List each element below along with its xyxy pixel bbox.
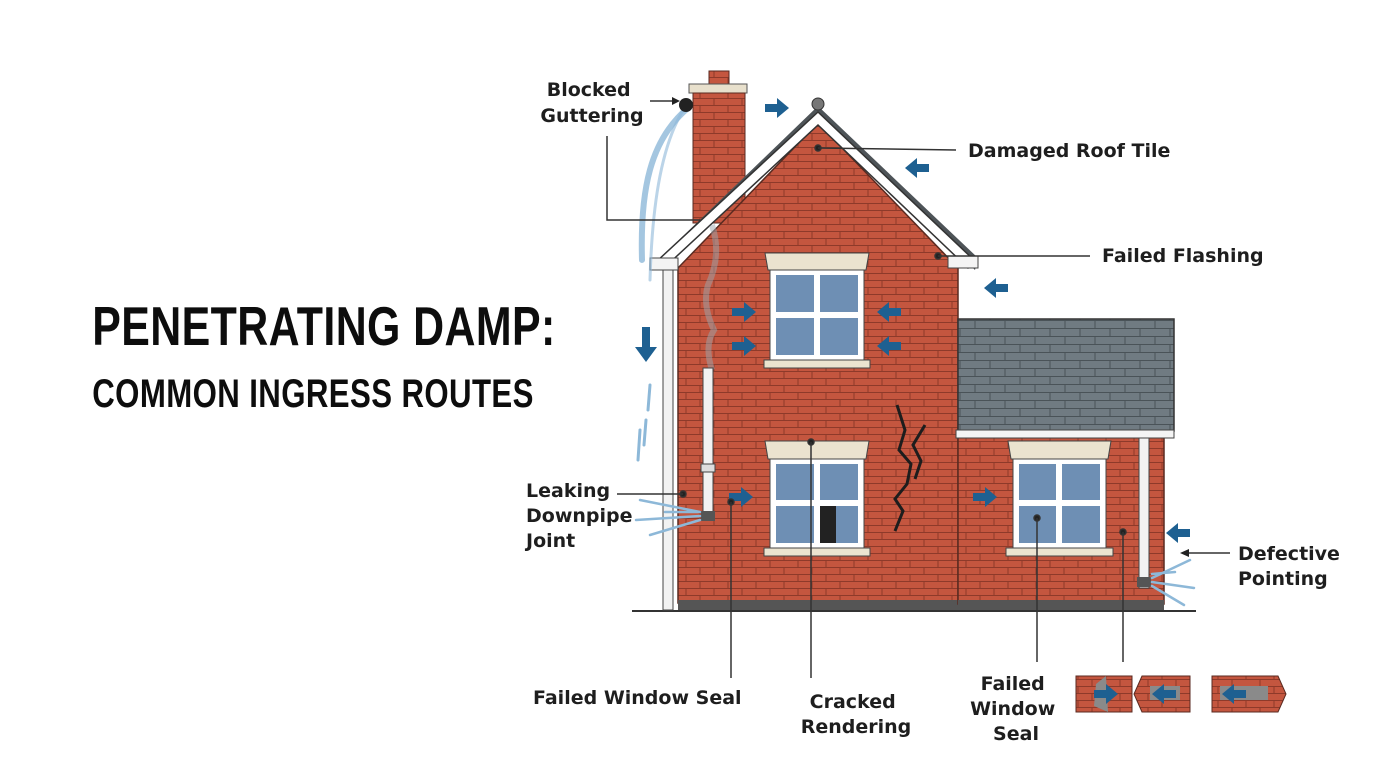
label-defective-pointing: Defective Pointing	[1238, 543, 1347, 590]
label-failed-flashing: Failed Flashing	[1102, 245, 1264, 267]
pointer-lines	[606, 97, 1230, 678]
leak-spray	[634, 498, 1196, 607]
window-lower-left	[763, 440, 871, 557]
window-extension	[1005, 440, 1114, 557]
label-leaking-downpipe-joint: Leaking Downpipe Joint	[524, 480, 639, 552]
label-failed-window-seal-2: Failed Window Seal	[970, 673, 1062, 745]
chimney	[688, 70, 748, 224]
label-damaged-roof-tile: Damaged Roof Tile	[968, 140, 1170, 162]
pointing-detail-3	[1211, 675, 1287, 713]
main-roof	[649, 97, 979, 271]
page-subtitle: COMMON INGRESS ROUTES	[92, 372, 534, 416]
wall-crack	[893, 404, 927, 532]
label-failed-window-seal-1: Failed Window Seal	[533, 687, 742, 709]
blocked-gutter-icon	[679, 98, 693, 112]
damp-stain	[703, 224, 720, 371]
downpipe-right	[1137, 437, 1151, 589]
overflow-water	[636, 105, 691, 462]
downpipe-left	[662, 269, 716, 611]
label-blocked-guttering: Blocked Guttering	[540, 79, 643, 127]
pointing-detail-1	[1075, 675, 1133, 713]
pointing-detail-2	[1133, 675, 1191, 713]
window-upper	[763, 252, 871, 369]
label-cracked-rendering: Cracked Rendering	[801, 691, 912, 738]
